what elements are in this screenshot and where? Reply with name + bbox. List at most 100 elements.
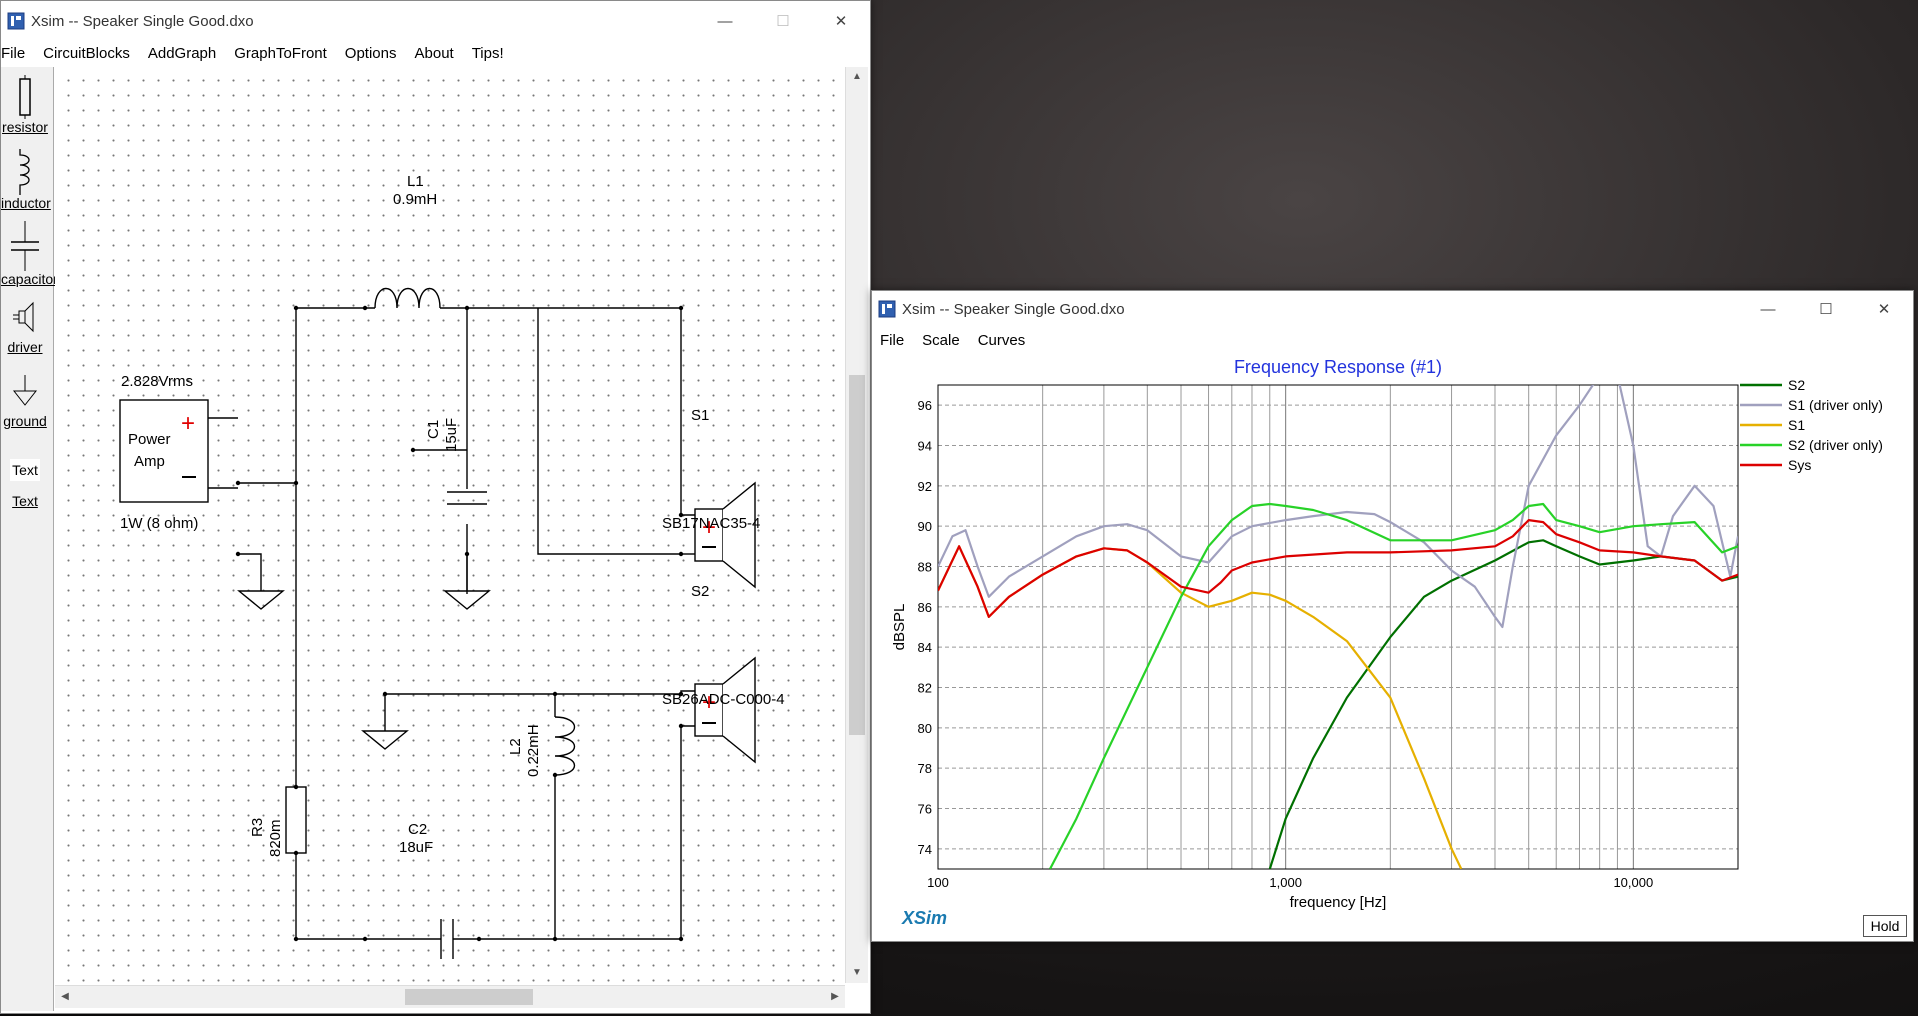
l2-name: L2: [507, 738, 524, 755]
capacitor-c1: [447, 491, 487, 505]
capacitor-c2: [440, 919, 454, 959]
series-line-sys: [938, 519, 1738, 618]
y-tick-label: 80: [918, 721, 932, 736]
schematic-window: Xsim -- Speaker Single Good.dxo — ☐ ✕ Fi…: [0, 0, 871, 1014]
l2-value: 0.22mH: [525, 724, 542, 777]
series-line-s2-driver-only: [1049, 502, 1738, 869]
maximize-button[interactable]: ☐: [1819, 301, 1833, 318]
hold-button[interactable]: Hold: [1863, 915, 1907, 937]
y-tick-label: 88: [918, 560, 932, 575]
y-tick-label: 74: [918, 842, 932, 857]
s1-name: S1: [691, 407, 710, 424]
plot-frame: [937, 384, 1739, 870]
menu-graphtofront[interactable]: GraphToFront: [234, 44, 327, 62]
vertical-scroll-thumb[interactable]: [849, 375, 865, 735]
menu-file[interactable]: File: [1, 44, 26, 62]
close-button[interactable]: ✕: [1877, 301, 1891, 318]
s1-model: SB17NAC35-4: [662, 515, 761, 532]
x-tick-label: 1,000: [1269, 875, 1302, 890]
menu-options[interactable]: Options: [344, 44, 397, 62]
minimize-button[interactable]: —: [1760, 300, 1776, 318]
legend-label: S1 (driver only): [1788, 397, 1883, 413]
chart-title: Frequency Response (#1): [1234, 357, 1442, 377]
menu-file[interactable]: File: [880, 331, 905, 349]
driver-icon: [13, 301, 34, 333]
minimize-button[interactable]: —: [717, 12, 733, 30]
x-axis-label: frequency [Hz]: [1290, 894, 1387, 911]
graph-window: Xsim -- Speaker Single Good.dxo — ☐ ✕ Fi…: [871, 290, 1914, 942]
legend-label: Sys: [1788, 457, 1811, 473]
legend-label: S2: [1788, 377, 1805, 393]
palette-ground[interactable]: ground: [1, 375, 49, 429]
xsim-app-icon: [878, 300, 896, 318]
driver-s1: [694, 481, 756, 589]
source-name-line2: Amp: [134, 453, 165, 470]
scroll-left-arrow[interactable]: ◀: [61, 991, 69, 1002]
component-palette: resistor inductor capacitor driver groun…: [1, 67, 58, 1011]
y-tick-label: 94: [918, 439, 932, 454]
palette-resistor[interactable]: resistor: [1, 75, 49, 135]
s2-name: S2: [691, 583, 710, 600]
maximize-button[interactable]: ☐: [776, 13, 790, 30]
xsim-brand: XSim: [902, 908, 948, 928]
close-button[interactable]: ✕: [834, 13, 848, 30]
palette-driver[interactable]: driver: [1, 299, 49, 355]
menu-scale[interactable]: Scale: [922, 331, 960, 349]
series-line-s1-driver-only: [938, 385, 1738, 629]
s2-model: SB26ADC-C000-4: [662, 691, 785, 708]
menu-about[interactable]: About: [414, 44, 454, 62]
inductor-icon: [19, 149, 30, 195]
y-tick-label: 76: [918, 802, 932, 817]
y-tick-label: 92: [918, 479, 932, 494]
source-power-label: 1W (8 ohm): [120, 515, 199, 532]
x-tick-label: 100: [927, 875, 949, 890]
schematic-drawing: + + +: [119, 288, 756, 959]
graph-window-title: Xsim -- Speaker Single Good.dxo: [902, 300, 1125, 318]
c1-value: 15uF: [443, 417, 460, 452]
legend-label: S1: [1788, 417, 1805, 433]
schematic-window-title: Xsim -- Speaker Single Good.dxo: [31, 12, 254, 30]
resistor-icon: [19, 75, 31, 119]
palette-inductor[interactable]: inductor: [1, 149, 51, 211]
horizontal-scrollbar[interactable]: ◀ ▶: [55, 985, 845, 1008]
ground-c1: [443, 554, 491, 610]
y-tick-label: 86: [918, 600, 932, 615]
scroll-right-arrow[interactable]: ▶: [831, 991, 839, 1002]
y-axis-label: dBSPL: [891, 604, 908, 651]
horizontal-scroll-thumb[interactable]: [405, 989, 533, 1005]
palette-capacitor[interactable]: capacitor: [1, 221, 58, 287]
scroll-up-arrow[interactable]: ▲: [852, 71, 862, 82]
menu-circuitblocks[interactable]: CircuitBlocks: [43, 44, 130, 62]
ground-amp: [237, 590, 285, 610]
power-amp-box: [119, 399, 209, 503]
svg-text:+: +: [181, 410, 195, 437]
schematic-titlebar[interactable]: Xsim -- Speaker Single Good.dxo — ☐ ✕: [1, 1, 870, 41]
menu-curves[interactable]: Curves: [977, 331, 1026, 349]
menu-addgraph[interactable]: AddGraph: [147, 44, 217, 62]
menu-tips[interactable]: Tips!: [471, 44, 504, 62]
xsim-app-icon: [7, 12, 25, 30]
y-tick-label: 78: [918, 761, 932, 776]
series-line-s1: [938, 545, 1463, 869]
resistor-r3: [285, 786, 307, 854]
c2-value: 18uF: [399, 839, 434, 856]
r3-value: 820m: [267, 819, 284, 857]
inductor-l2: [554, 716, 575, 776]
c1-name: C1: [425, 419, 442, 439]
svg-text:+: +: [702, 689, 716, 716]
svg-text:+: +: [702, 514, 716, 541]
graph-titlebar[interactable]: Xsim -- Speaker Single Good.dxo — ☐ ✕: [872, 291, 1913, 327]
capacitor-icon: [11, 221, 39, 271]
ground-icon: [12, 375, 38, 406]
palette-text[interactable]: Text Text: [1, 459, 49, 509]
driver-s2: [694, 656, 756, 764]
r3-name: R3: [249, 817, 266, 837]
vertical-scrollbar[interactable]: ▲ ▼: [845, 67, 868, 983]
series-line-s2: [1268, 539, 1738, 869]
inductor-l1: [374, 288, 441, 309]
legend-label: S2 (driver only): [1788, 437, 1883, 453]
schematic-canvas[interactable]: + + +: [55, 67, 843, 983]
x-tick-label: 10,000: [1613, 875, 1653, 890]
scroll-down-arrow[interactable]: ▼: [852, 967, 862, 978]
